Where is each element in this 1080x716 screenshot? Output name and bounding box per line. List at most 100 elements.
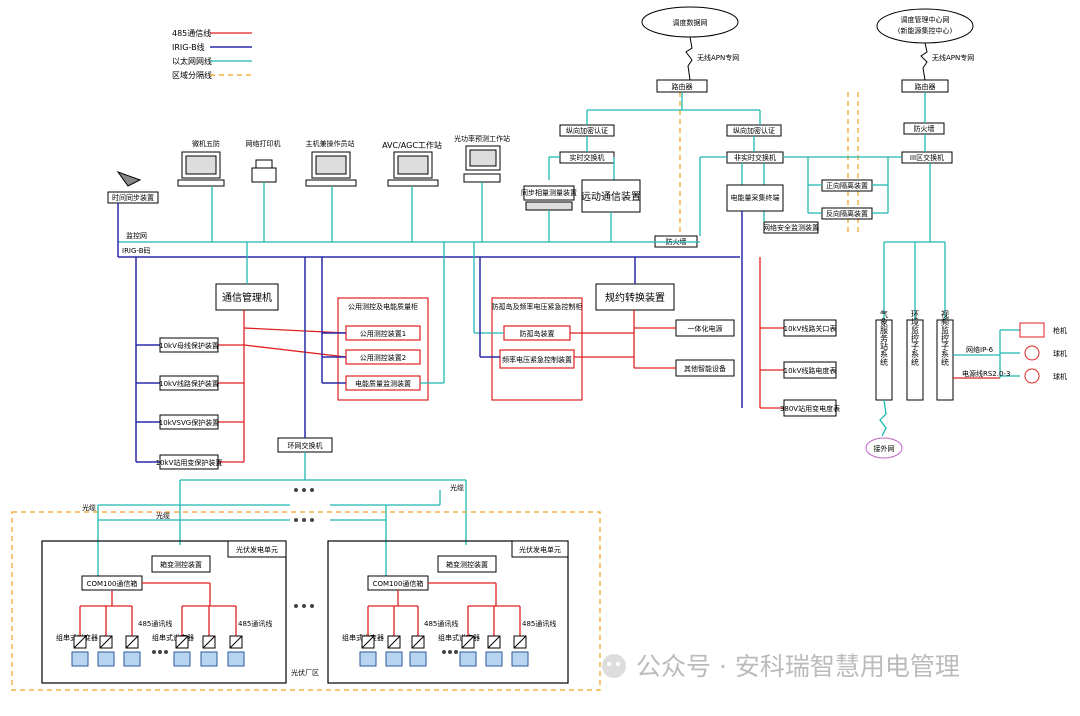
pv-unit-2-title: 光伏发电单元 [519, 545, 561, 554]
apn2-zigzag [920, 42, 928, 81]
middle-rs485-links [218, 310, 676, 463]
inverter-7 [359, 606, 377, 667]
pv-area-boundary [11, 511, 601, 691]
net-label-b: 电源线RS2.0-3 [962, 369, 1010, 378]
internet-cloud [865, 437, 903, 459]
camera-2-label: 球机 [1053, 349, 1067, 358]
camera-3 [1024, 368, 1040, 384]
comm-box-2-label: COM100通信箱 [373, 579, 424, 588]
sync-clock-label: 时间同步装置 [112, 193, 154, 202]
net-label-a: 网络IP-6 [966, 345, 994, 354]
watermark-text: 公众号 · 安科瑞智慧用电管理 [636, 652, 960, 681]
camera-2 [1024, 345, 1040, 361]
pv-forecast-label: 光功率预测工作站 [454, 134, 510, 143]
inverter-2 [97, 606, 115, 667]
inverter-panels [71, 606, 529, 667]
gateway-meter-label: 10kV线路关口表 [784, 324, 837, 333]
anti-island-cabinet-label: 防孤岛及频率电压紧急控制柜 [492, 302, 583, 311]
legend: 485通信线 IRIG-B线 以太网网线 区域分隔线 [172, 28, 252, 80]
fiber-1-label: 光缆 [82, 503, 96, 512]
line-meter-label: 10kV线路电度表 [784, 366, 837, 375]
video-label: 视频监控子系统 [941, 309, 950, 367]
monitor-center-line2: (新能源集控中心) [898, 26, 953, 35]
env-monitor-label: 环境监控子系统 [911, 310, 920, 367]
legend-ethernet-label: 以太网网线 [172, 56, 212, 66]
fiber-2-label: 光缆 [156, 511, 170, 520]
rev-isolation-label: 反向隔离装置 [826, 209, 868, 218]
watermark: 公众号 · 安科瑞智慧用电管理 [602, 652, 960, 681]
comm-manager [215, 283, 279, 311]
pv-area-label: 光伏厂区 [291, 668, 319, 677]
station-meter [783, 399, 837, 417]
energy-meter-terminal: 电能量采集终端 [726, 184, 784, 257]
box-ctrl-1-label: 箱变测控装置 [160, 560, 202, 569]
network-printer: 网络打印机 [246, 139, 281, 242]
switch-nrt-label: 非实时交换机 [734, 153, 776, 162]
apn1-label: 无线APN专网 [697, 53, 739, 62]
comm-box-1-label: COM100通信箱 [87, 579, 138, 588]
monitor-center-cloud [876, 8, 974, 44]
svg-protect-label: 10kVSVG保护装置 [159, 418, 219, 427]
pmu-label: 同步相量测量装置 [521, 188, 577, 197]
other-devices-label: 其他智能设备 [684, 364, 726, 373]
monitor-center-line1: 调度管理中心网 [901, 15, 950, 24]
rs485-b-label: 485通讯线 [238, 619, 272, 628]
sync-clock-device: 时间同步装置 [107, 170, 159, 257]
gateway-meter [783, 319, 837, 337]
box-ctrl-2-label: 箱变测控装置 [446, 560, 488, 569]
comm-manager-label: 通信管理机 [222, 291, 272, 304]
legend-irigb-label: IRIG-B线 [172, 42, 205, 52]
wechat-icon [602, 654, 626, 678]
apn1-zigzag [685, 36, 693, 81]
public-2-label: 公用测控装置2 [360, 353, 406, 362]
inverter-6 [227, 606, 245, 667]
protocol-conv-label: 规约转换装置 [605, 291, 665, 304]
camera-1-label: 枪机 [1053, 326, 1067, 335]
station-tf-protect [159, 454, 219, 470]
top-ethernet-links [548, 92, 946, 320]
box-ctrl-2 [437, 555, 497, 573]
rs485-c-label: 485通讯线 [424, 619, 458, 628]
printer-label: 网络打印机 [246, 139, 281, 148]
pv-fiber-links: 光缆 光缆 光缆 [82, 483, 464, 576]
telecontrol-device: 远动通信装置 [581, 179, 641, 242]
rs485-a-label: 485通讯线 [138, 619, 172, 628]
anti-island-label: 防孤岛装置 [520, 329, 555, 338]
camera-1 [1019, 322, 1045, 338]
switch-rt-label: 实时交换机 [570, 153, 605, 162]
net-security-label: 网络安全监测装置 [763, 223, 819, 232]
freq-ctrl [499, 349, 575, 369]
inverter-4 [173, 606, 191, 667]
bus-protect [159, 337, 219, 353]
pv-unit-1 [41, 540, 287, 684]
line-protect-label: 10kV线路保护装置 [159, 379, 219, 388]
bus-protect-label: 10kV母线保护装置 [159, 341, 219, 350]
fiber-3-label: 光缆 [450, 483, 464, 492]
internet-label: 接外网 [874, 444, 895, 453]
energy-meter-label: 电能量采集终端 [731, 193, 780, 202]
public-cabinet-label: 公用测控及电能质量柜 [348, 302, 418, 311]
fwd-isolation-label: 正向隔离装置 [826, 181, 868, 190]
pv-unit-1-title: 光伏发电单元 [236, 545, 278, 554]
inverter-b-label: 组串式逆变器 [152, 633, 194, 642]
router-2-label: 路由器 [915, 82, 936, 91]
operator-pc: 微机五防 [177, 139, 225, 242]
router-1-label: 路由器 [672, 82, 693, 91]
video-system [936, 319, 954, 401]
avc-workstation: AVC/AGC工作站 [382, 140, 442, 242]
station-meter-label: 380V站用变电度表 [780, 404, 840, 413]
pv-unit-2 [327, 540, 569, 684]
inverter-10 [459, 606, 477, 667]
inverter-3 [123, 606, 141, 667]
inverter-12 [511, 606, 529, 667]
public-cabinet [337, 297, 429, 401]
inverter-5 [200, 606, 218, 667]
legend-rs485-label: 485通信线 [172, 28, 211, 38]
camera-links: 网络IP-6 电源线RS2.0-3 [953, 329, 1020, 379]
host-label: 主机兼操作员站 [306, 139, 355, 148]
apn2-label: 无线APN专网 [932, 53, 974, 62]
svg-protect [159, 414, 219, 430]
weather-label: 气象服务站系统 [880, 309, 889, 367]
